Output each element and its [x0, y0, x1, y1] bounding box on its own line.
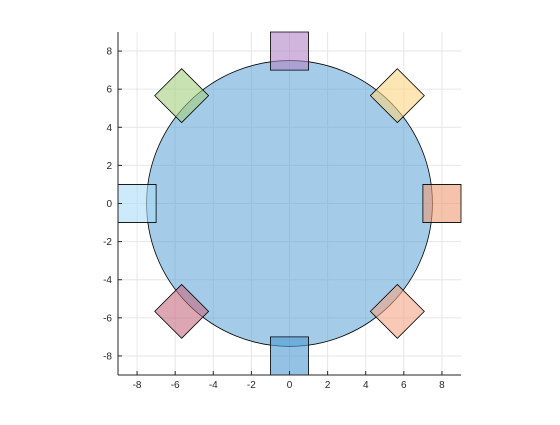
x-tick-label: -8 [133, 380, 142, 391]
axis-layer: -8 -6 -4 -2 0 2 4 6 8 -8 -6 -4 -2 0 2 4 6 8 [103, 32, 461, 391]
shape-layer [117, 31, 462, 376]
x-tick-label: -2 [247, 380, 256, 391]
y-tick-label: 4 [106, 123, 112, 134]
x-tick-label: -4 [209, 380, 218, 391]
square-mark-4 [154, 68, 210, 124]
y-tick-label: 0 [106, 199, 112, 210]
square-mark-5 [117, 184, 157, 223]
y-tick-label: -2 [103, 237, 112, 248]
y-tick-label: -6 [103, 313, 112, 324]
square-mark-6 [154, 283, 210, 339]
x-tick-label: 4 [363, 380, 369, 391]
x-tick-label: 8 [439, 380, 445, 391]
x-tick-label: -6 [171, 380, 180, 391]
y-tick-label: -4 [103, 275, 112, 286]
square-mark-2 [369, 68, 425, 124]
square-mark-7 [270, 336, 309, 376]
y-tick-label: 2 [106, 161, 112, 172]
y-tick-label: 6 [106, 85, 112, 96]
y-tick-label: -8 [103, 351, 112, 362]
y-tick-label: 8 [106, 47, 112, 58]
x-tick-label: 6 [401, 380, 407, 391]
square-mark-3 [270, 31, 309, 71]
square-mark-1 [422, 184, 462, 223]
x-tick-label: 0 [287, 380, 293, 391]
square-mark-8 [369, 283, 425, 339]
x-tick-label: 2 [325, 380, 331, 391]
